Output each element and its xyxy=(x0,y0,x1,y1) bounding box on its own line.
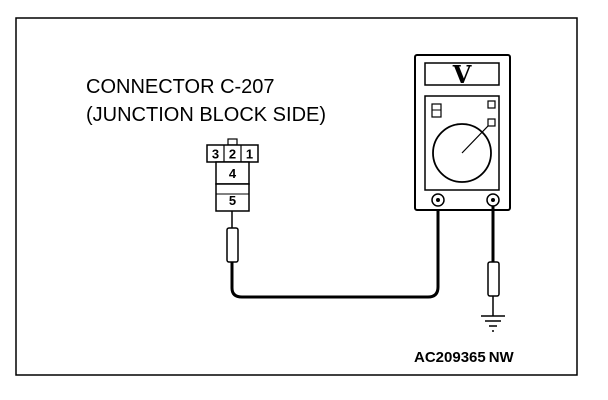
diagram-frame xyxy=(15,17,578,376)
connector-probe xyxy=(226,211,239,276)
figure-code-suffix: NW xyxy=(489,349,515,366)
range-marker-right xyxy=(487,118,496,127)
probe-handle xyxy=(226,227,239,263)
pin-1-label: 1 xyxy=(246,147,253,162)
pin-3-label: 3 xyxy=(212,147,219,162)
pin-2-label: 2 xyxy=(229,147,236,162)
ground-icon xyxy=(481,315,505,332)
pin-5-label: 5 xyxy=(229,193,236,208)
connector-lock-tab xyxy=(227,138,238,146)
voltmeter: V xyxy=(414,54,511,211)
meter-dial-pointer xyxy=(461,125,489,154)
test-lead-negative xyxy=(487,206,500,316)
ground-probe-handle xyxy=(487,261,500,297)
meter-display-symbol: V xyxy=(452,60,472,89)
meter-display xyxy=(424,62,500,86)
connector-title-line2: (JUNCTION BLOCK SIDE) xyxy=(86,104,326,126)
connector-title-line1: CONNECTOR C-207 xyxy=(86,76,275,98)
figure-code-number: AC209365 xyxy=(414,349,486,366)
range-marker-top-right xyxy=(487,100,496,109)
test-lead-positive xyxy=(230,205,440,299)
pin-4-label: 4 xyxy=(229,166,237,181)
connector-c207: 3 2 1 4 5 xyxy=(206,138,259,212)
